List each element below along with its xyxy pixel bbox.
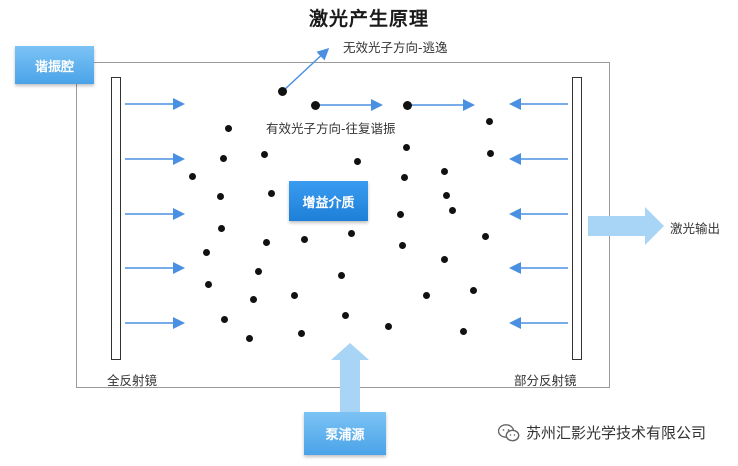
particle-dot <box>203 249 210 256</box>
particle-dot <box>401 174 408 181</box>
pump-source-label: 泵浦源 <box>304 412 386 455</box>
particle-dot <box>470 287 477 294</box>
particle-dot <box>255 268 262 275</box>
oscillate-direction-label: 有效光子方向-往复谐振 <box>266 121 396 136</box>
watermark-text: 苏州汇影光学技术有限公司 <box>526 424 707 442</box>
particle-dot <box>423 292 430 299</box>
particle-dot <box>354 158 361 165</box>
left-photon-arrows <box>125 98 185 329</box>
laser-output-arrow <box>588 207 664 245</box>
partial-mirror-label: 部分反射镜 <box>514 373 577 388</box>
particle-dot <box>385 323 392 330</box>
page-title: 激光产生原理 <box>308 8 429 30</box>
particle-dot <box>268 190 275 197</box>
photon-dot <box>311 101 320 110</box>
particle-dot <box>460 328 467 335</box>
particle-dot <box>487 150 494 157</box>
laser-output-label: 激光输出 <box>670 221 721 236</box>
particle-dot <box>399 242 406 249</box>
total-reflection-mirror <box>111 77 121 360</box>
escape-photon-arrow <box>282 47 330 92</box>
particle-dot <box>486 118 493 125</box>
particle-dot <box>217 193 224 200</box>
pump-input-arrow <box>331 343 369 412</box>
particle-dot <box>443 192 450 199</box>
particle-dot <box>441 168 448 175</box>
escape-direction-label: 无效光子方向-逃逸 <box>343 40 448 55</box>
particle-dot <box>482 233 489 240</box>
particle-dot <box>338 272 345 279</box>
particle-dot <box>397 211 404 218</box>
particle-dot <box>403 144 410 151</box>
watermark: 苏州汇影光学技术有限公司 <box>498 422 706 443</box>
particle-dot <box>246 335 253 342</box>
wechat-icon <box>498 423 520 441</box>
particle-dot <box>298 330 305 337</box>
particle-dot <box>225 125 232 132</box>
particle-dot <box>301 236 308 243</box>
gain-medium-label: 增益介质 <box>289 181 368 221</box>
right-photon-arrows <box>509 98 568 329</box>
photon-dot <box>403 101 412 110</box>
total-mirror-label: 全反射镜 <box>107 373 158 388</box>
particle-dot <box>220 155 227 162</box>
particle-dot <box>441 256 448 263</box>
particle-dot <box>291 292 298 299</box>
particle-dot <box>250 296 257 303</box>
particle-dot <box>263 239 270 246</box>
particle-dot <box>449 207 456 214</box>
particle-dot <box>205 281 212 288</box>
cavity-label: 谐振腔 <box>15 46 94 84</box>
particle-dot <box>189 173 196 180</box>
particle-dot <box>342 312 349 319</box>
particle-dot <box>348 230 355 237</box>
particle-dot <box>221 316 228 323</box>
particle-dot <box>261 151 268 158</box>
partial-reflection-mirror <box>572 77 582 360</box>
photon-dot <box>278 87 287 96</box>
particle-dot <box>218 225 225 232</box>
